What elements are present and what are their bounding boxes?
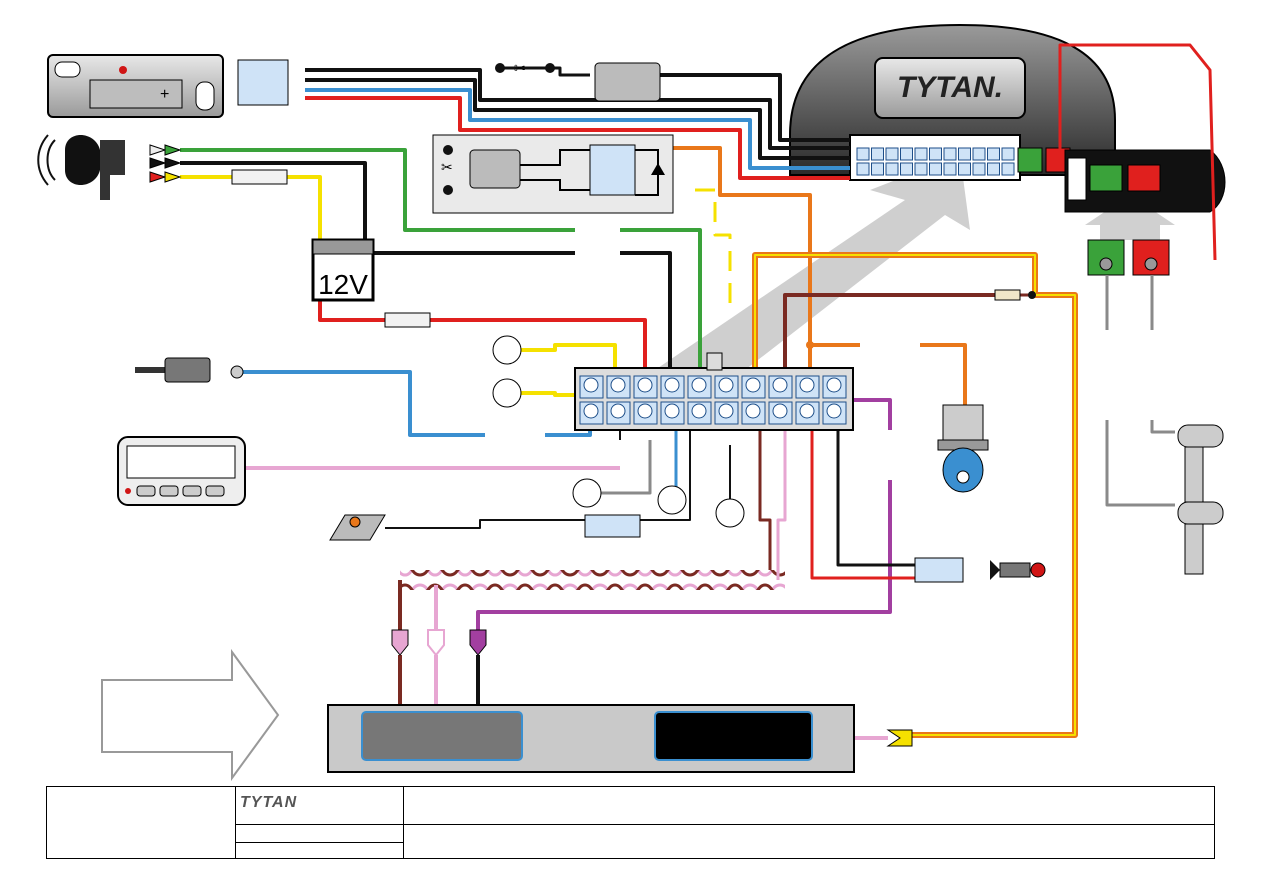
connector-pin-socket	[799, 377, 815, 393]
direction-arrow	[101, 648, 280, 782]
pager-display	[117, 436, 246, 506]
unit-pin	[972, 147, 986, 161]
unit-pin	[958, 147, 971, 161]
connection-arrow	[655, 155, 970, 370]
input-circle-5	[715, 498, 745, 528]
unit-pin	[914, 162, 928, 176]
power-connector-module	[1064, 149, 1226, 276]
relay-module: ✂	[432, 134, 674, 214]
central-connector	[574, 352, 854, 431]
door-lock-actuators	[1177, 424, 1224, 575]
connector-pin-socket	[691, 403, 707, 419]
connector-pin-socket	[610, 403, 626, 419]
resistor	[994, 289, 1021, 301]
unit-pin	[929, 162, 942, 176]
connector-pin-socket	[826, 403, 842, 419]
fuse-battery	[384, 312, 431, 328]
connector-pin-socket	[745, 377, 761, 393]
unit-pin	[885, 147, 899, 161]
connector-pin-socket	[664, 377, 680, 393]
connector-pin-socket	[799, 403, 815, 419]
input-circle-2	[492, 378, 522, 408]
title-block	[46, 786, 1215, 859]
unit-pin	[1001, 162, 1015, 176]
plug-pink	[427, 629, 445, 657]
button-connector	[584, 514, 641, 538]
svg-text:+: +	[160, 86, 169, 103]
input-circle-3	[572, 478, 602, 508]
svg-text:✂: ✂	[441, 159, 453, 175]
small-connector: ✂	[495, 60, 661, 102]
connector-pin-socket	[637, 403, 653, 419]
title-block-left	[47, 787, 236, 858]
connector-pin-socket	[637, 377, 653, 393]
unit-pin	[914, 147, 928, 161]
footer-logo: TYTAN	[240, 794, 298, 811]
connector-pin-socket	[718, 403, 734, 419]
unit-pin	[929, 147, 942, 161]
main-control-unit: TYTAN.	[789, 23, 1116, 181]
unit-pin	[871, 147, 884, 161]
title-block-divider-2	[236, 842, 404, 843]
plug-brown	[391, 629, 409, 656]
battery-label: 12V	[318, 269, 368, 300]
led-connector	[914, 557, 964, 583]
unit-pin	[987, 162, 1000, 176]
connection-arrow-right	[1085, 195, 1175, 240]
target-module	[327, 704, 855, 773]
unit-pin	[1001, 147, 1015, 161]
unit-pin	[972, 162, 986, 176]
input-circle-1	[492, 335, 522, 365]
unit-pin	[943, 162, 957, 176]
plug-purple	[469, 629, 487, 656]
title-block-logo	[236, 787, 404, 858]
connector-pin-socket	[745, 403, 761, 419]
unit-pin	[871, 162, 884, 176]
unit-pin	[900, 162, 913, 176]
title-block-divider-1	[236, 824, 404, 825]
unit-pin	[943, 147, 957, 161]
unit-pin	[900, 147, 913, 161]
unit-pin	[987, 147, 1000, 161]
title-block-row-divider	[404, 824, 1214, 825]
connector-pin-socket	[826, 377, 842, 393]
svg-text:✂: ✂	[514, 60, 526, 76]
connector-pin-socket	[691, 377, 707, 393]
remote-receiver: +	[47, 54, 289, 118]
unit-pin	[885, 162, 899, 176]
hood-pin-switch	[135, 357, 244, 383]
connector-pin-socket	[583, 403, 599, 419]
push-button	[329, 514, 386, 541]
input-circle-4	[657, 485, 687, 515]
connector-pin-socket	[718, 377, 734, 393]
unit-pin	[958, 162, 971, 176]
siren-icon	[37, 134, 182, 200]
fuse-siren	[231, 169, 288, 185]
connector-pin-socket	[583, 377, 599, 393]
unit-pin	[856, 147, 870, 161]
connector-pin-socket	[664, 403, 680, 419]
led-indicator	[990, 560, 1046, 580]
connector-pin-socket	[772, 377, 788, 393]
connector-pin-socket	[772, 403, 788, 419]
plug-yellow	[886, 729, 913, 747]
fuel-pump-icon	[937, 404, 989, 493]
unit-pin	[856, 162, 870, 176]
battery: 12V	[311, 238, 375, 302]
unit-logo: TYTAN.	[897, 71, 1003, 104]
connector-pin-socket	[610, 377, 626, 393]
